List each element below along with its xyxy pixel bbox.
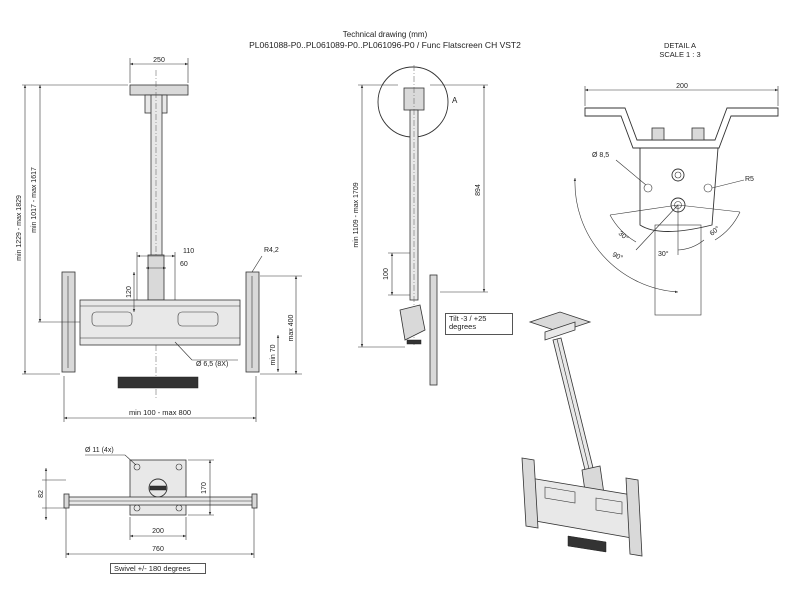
front-label-block bbox=[117, 376, 199, 389]
top-dim-holes: Ø 11 (4x) bbox=[85, 447, 114, 454]
side-dim-894: 894 bbox=[475, 184, 482, 196]
front-ceiling-plate bbox=[129, 84, 189, 96]
side-dim-100: 100 bbox=[383, 268, 390, 280]
detail-bracket bbox=[584, 107, 779, 149]
detail-angle-60: 60° bbox=[708, 224, 721, 237]
front-dim-radius: R4,2 bbox=[264, 247, 279, 254]
detail-title: DETAIL A bbox=[663, 41, 697, 50]
detail-dim-hole: Ø 8,5 bbox=[592, 152, 609, 159]
front-view: 250 min 1229 - max 1829 min 1017 - max 1… bbox=[16, 57, 302, 422]
front-dim-overall-height: min 1229 - max 1829 bbox=[16, 195, 23, 261]
tilt-label: Tilt -3 / +25 degrees bbox=[445, 313, 513, 335]
swivel-label: Swivel +/- 180 degrees bbox=[110, 563, 206, 574]
front-right-rail bbox=[245, 271, 260, 373]
front-dim-120: 120 bbox=[126, 286, 133, 298]
top-dim-82: 82 bbox=[38, 490, 45, 498]
detail-a-view: 200 Ø 8,5 R5 30° 30° 60° 90° bbox=[573, 83, 779, 316]
top-dim-170: 170 bbox=[201, 482, 208, 494]
side-panel-rail bbox=[429, 274, 438, 386]
front-frame bbox=[79, 299, 241, 346]
front-dim-max-400: max 400 bbox=[288, 314, 295, 341]
iso-label-block bbox=[567, 535, 607, 553]
front-dim-width: min 100 - max 800 bbox=[129, 408, 191, 417]
iso-right-rail bbox=[625, 477, 643, 557]
front-dim-250: 250 bbox=[153, 57, 165, 64]
front-dim-110: 110 bbox=[183, 248, 194, 255]
top-dim-200: 200 bbox=[152, 528, 164, 535]
detail-bolt-right bbox=[691, 127, 705, 141]
side-dim-height: min 1109 - max 1709 bbox=[353, 182, 360, 247]
side-tilt-joint bbox=[399, 304, 426, 341]
front-tilt-joint bbox=[147, 254, 165, 301]
front-dim-pole-height: min 1017 - max 1617 bbox=[31, 167, 38, 233]
detail-dim-200: 200 bbox=[676, 83, 688, 90]
top-dim-760: 760 bbox=[152, 546, 164, 553]
isometric-view bbox=[521, 311, 643, 557]
side-view: A min 1109 - max 1709 894 100 bbox=[353, 65, 488, 386]
front-pole bbox=[150, 94, 163, 266]
detail-bolt-left bbox=[651, 127, 665, 141]
front-dim-60: 60 bbox=[180, 261, 188, 268]
front-dim-holes: Ø 6,5 (8X) bbox=[196, 361, 228, 368]
side-detail-marker: A bbox=[452, 96, 458, 105]
detail-angle-30-right: 30° bbox=[658, 250, 669, 258]
front-dim-min-70: min 70 bbox=[270, 344, 277, 365]
detail-angle-90: 90° bbox=[611, 251, 624, 263]
detail-dim-radius: R5 bbox=[745, 176, 754, 183]
drawing-title: Technical drawing (mm) bbox=[342, 30, 428, 39]
detail-angle-30-left: 30° bbox=[617, 229, 630, 242]
detail-scale: SCALE 1 : 3 bbox=[659, 50, 701, 59]
product-codes: PL061088-P0..PL061089-P0..PL061096-P0 / … bbox=[249, 40, 521, 50]
iso-left-rail bbox=[521, 457, 539, 529]
top-view: Ø 11 (4x) 82 170 200 760 bbox=[38, 447, 258, 558]
